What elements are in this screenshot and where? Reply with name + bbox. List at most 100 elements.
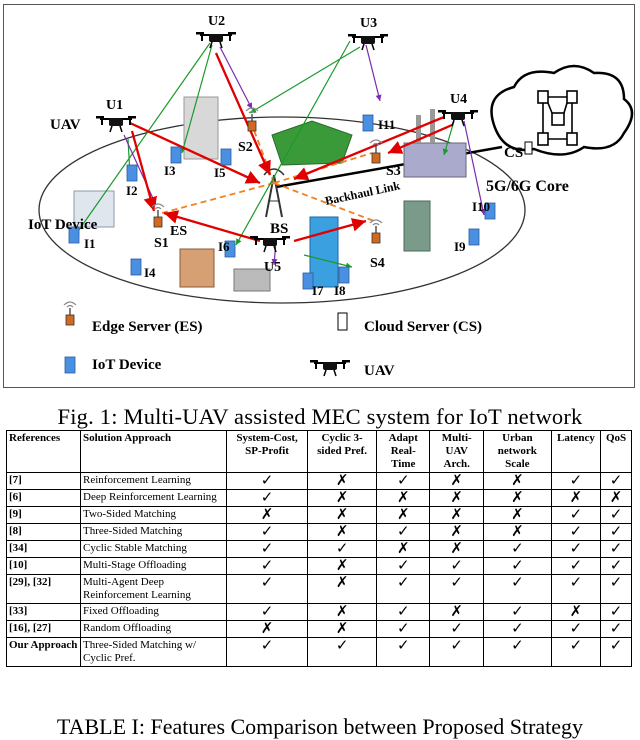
row-reference: [10] [6,557,81,575]
row-mark: ✗ [376,506,431,524]
uav-label-u2: U2 [208,14,225,29]
legend: Edge Server (ES) Cloud Server (CS) IoT D… [63,301,482,379]
iot-i8 [338,266,350,284]
row-reference: [16], [27] [6,620,81,638]
row-approach: Random Offloading [80,620,227,638]
iot-i5 [220,148,232,166]
row-mark: ✗ [307,574,378,604]
row-mark: ✓ [429,637,484,667]
row-mark: ✓ [225,574,309,604]
iot-i11 [362,114,374,132]
row-mark: ✓ [307,540,378,558]
legend-uav: UAV [364,363,395,379]
col-multi-uav: Multi-UAV Arch. [429,430,484,473]
row-mark: ✓ [600,620,632,638]
legend-server-icon [63,301,77,326]
uav-label-u3: U3 [360,16,377,31]
row-mark: ✓ [600,472,632,490]
row-mark: ✓ [225,637,309,667]
row-mark: ✓ [550,637,602,667]
row-reference: [7] [6,472,81,490]
server-label-s4: S4 [370,256,385,271]
row-approach: Two-Sided Matching [80,506,227,524]
table-row: [6]Deep Reinforcement Learning✓✗✗✗✗✗✗ [6,489,632,507]
iot-label-i5: I5 [214,165,226,180]
row-mark: ✓ [550,540,602,558]
row-mark: ✗ [376,540,431,558]
row-mark: ✗ [429,540,484,558]
legend-edge-server: Edge Server (ES) [92,319,203,335]
row-reference: [34] [6,540,81,558]
row-mark: ✓ [225,540,309,558]
row-reference: [33] [6,603,81,621]
row-approach: Multi-Agent Deep Reinforcement Learning [80,574,227,604]
row-mark: ✓ [600,506,632,524]
iot-label-i8: I8 [334,283,346,298]
row-mark: ✓ [550,574,602,604]
row-approach: Three-Sided Matching [80,523,227,541]
iot-i2 [126,164,138,182]
row-mark: ✓ [225,603,309,621]
row-mark: ✗ [307,506,378,524]
row-mark: ✓ [376,472,431,490]
row-mark: ✓ [482,540,552,558]
uav-label-u1: U1 [106,98,123,113]
row-mark: ✗ [225,506,309,524]
table-row: [34]Cyclic Stable Matching✓✓✗✗✓✓✓ [6,540,632,558]
row-mark: ✗ [307,620,378,638]
row-mark: ✓ [225,489,309,507]
row-mark: ✗ [225,620,309,638]
row-approach: Multi-Stage Offloading [80,557,227,575]
row-mark: ✗ [482,472,552,490]
row-mark: ✓ [376,637,431,667]
iot-label-i4: I4 [144,265,156,280]
row-reference: [9] [6,506,81,524]
uav-u5 [249,235,291,253]
row-approach: Cyclic Stable Matching [80,540,227,558]
row-reference: Our Approach [6,637,81,667]
table-row: [7]Reinforcement Learning✓✗✓✗✗✓✓ [6,472,632,490]
legend-uav-icon [309,359,351,377]
bs-label: BS [270,221,288,237]
row-mark: ✓ [376,574,431,604]
iot-side-label: IoT Device [28,217,98,233]
legend-cloud-server: Cloud Server (CS) [364,319,482,335]
row-mark: ✓ [600,523,632,541]
iot-label-i3: I3 [164,163,176,178]
row-mark: ✓ [482,557,552,575]
row-mark: ✗ [482,506,552,524]
row-mark: ✓ [550,523,602,541]
row-mark: ✗ [429,472,484,490]
server-label-s2: S2 [238,140,253,155]
col-latency: Latency [550,430,602,473]
uav-u2 [195,31,237,49]
row-mark: ✓ [482,603,552,621]
row-mark: ✗ [550,489,602,507]
row-mark: ✓ [482,574,552,604]
iot-label-i6: I6 [218,239,230,254]
row-reference: [6] [6,489,81,507]
row-mark: ✓ [550,557,602,575]
uav-side-label: UAV [50,117,81,133]
uav-u1 [95,115,137,133]
table-row: [10]Multi-Stage Offloading✓✗✓✓✓✓✓ [6,557,632,575]
row-mark: ✓ [376,603,431,621]
row-mark: ✗ [482,523,552,541]
row-mark: ✗ [376,489,431,507]
row-mark: ✗ [429,506,484,524]
row-approach: Three-Sided Matching w/ Cyclic Pref. [80,637,227,667]
row-mark: ✗ [307,523,378,541]
row-mark: ✓ [600,603,632,621]
iot-i3 [170,146,182,164]
table-row: [29], [32]Multi-Agent Deep Reinforcement… [6,574,632,604]
row-mark: ✗ [550,603,602,621]
row-mark: ✓ [429,557,484,575]
row-mark: ✓ [550,472,602,490]
col-references: References [6,430,81,473]
iot-i9 [468,228,480,246]
table-row: [16], [27]Random Offloading✗✗✓✓✓✓✓ [6,620,632,638]
row-mark: ✓ [600,540,632,558]
row-mark: ✓ [225,557,309,575]
edge-server-s2 [245,107,259,132]
backhaul-label: Backhaul Link [324,178,402,208]
